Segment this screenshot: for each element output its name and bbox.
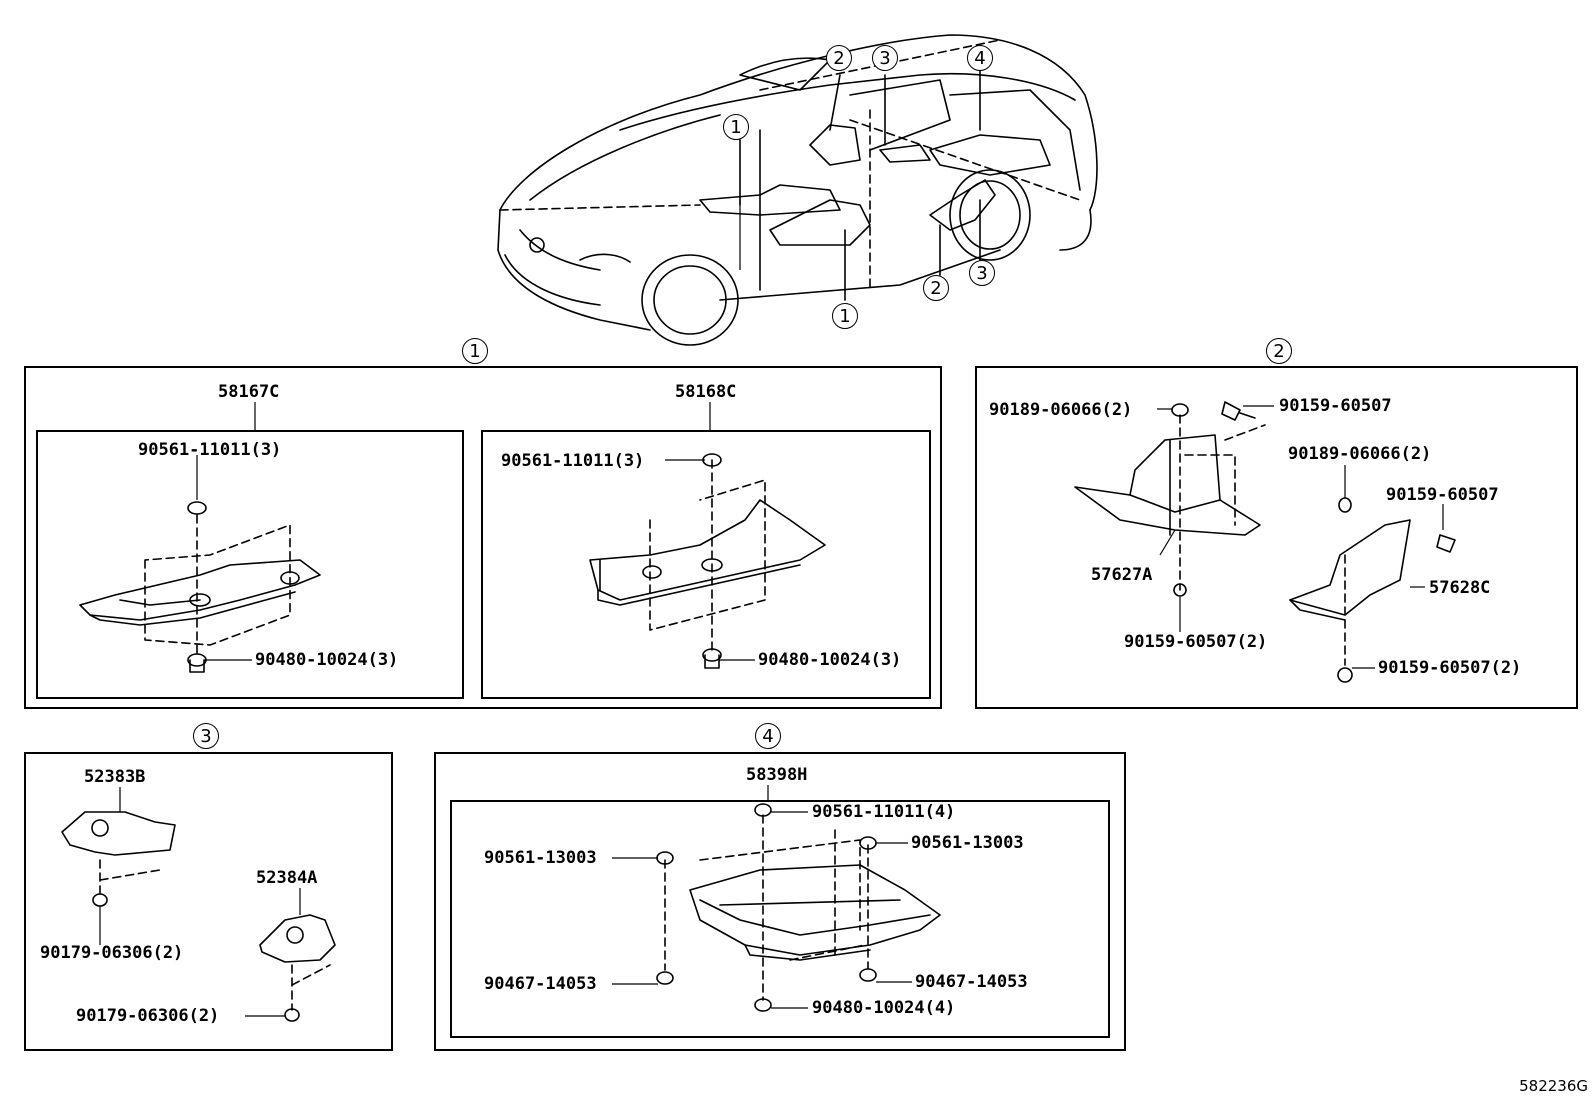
part-52384a-label: 52384A xyxy=(256,868,318,888)
group3-drawing xyxy=(61,811,336,1022)
nut-90561-11011-right: 90561-11011(3) xyxy=(501,451,645,471)
callout-4-top: 4 xyxy=(967,45,993,71)
nut-90561-13003-right: 90561-13003 xyxy=(911,833,1024,853)
callout-2-bottom: 2 xyxy=(923,275,949,301)
group1-left-inner xyxy=(36,430,464,699)
group4-drawing xyxy=(656,803,941,1012)
group1-box xyxy=(24,366,942,709)
part-58398h-label: 58398H xyxy=(746,765,808,785)
group2-drawing xyxy=(1074,401,1456,683)
part-58168c-label: 58168C xyxy=(675,382,737,402)
fastener-90179-06306-a: 90179-06306(2) xyxy=(40,943,184,963)
callout-3-bottom: 3 xyxy=(969,260,995,286)
group3-box xyxy=(24,752,393,1051)
group2-callout: 2 xyxy=(1266,338,1292,364)
panel-58167c-drawing xyxy=(79,501,321,673)
callout-2-top: 2 xyxy=(826,45,852,71)
clip-90480-10024-g4: 90480-10024(4) xyxy=(812,998,956,1018)
clip-90467-14053-left: 90467-14053 xyxy=(484,974,597,994)
part-57628c-label: 57628C xyxy=(1429,578,1491,598)
car-illustration xyxy=(497,34,1098,346)
part-57627a-label: 57627A xyxy=(1091,565,1153,585)
bolt-90189-06066-right: 90189-06066(2) xyxy=(1288,444,1432,464)
group1-right-inner xyxy=(481,430,931,699)
part-58167c-label: 58167C xyxy=(218,382,280,402)
callout-1-bottom: 1 xyxy=(832,303,858,329)
screw-90159-60507-top: 90159-60507 xyxy=(1279,396,1392,416)
bolt-90189-06066-left: 90189-06066(2) xyxy=(989,400,1133,420)
screw-90159-60507-lower-left: 90159-60507(2) xyxy=(1124,632,1268,652)
fastener-90179-06306-b: 90179-06306(2) xyxy=(76,1006,220,1026)
group4-callout: 4 xyxy=(755,723,781,749)
nut-90561-13003-left: 90561-13003 xyxy=(484,848,597,868)
clip-90467-14053-right: 90467-14053 xyxy=(915,972,1028,992)
clip-90480-10024-left: 90480-10024(3) xyxy=(255,650,399,670)
screw-90159-60507-lower-right: 90159-60507(2) xyxy=(1378,658,1522,678)
group4-box xyxy=(434,752,1126,1051)
part-52383b-label: 52383B xyxy=(84,767,146,787)
panel-58168c-drawing xyxy=(589,453,826,669)
group4-inner xyxy=(450,800,1110,1038)
group1-callout: 1 xyxy=(462,338,488,364)
nut-90561-11011-g4: 90561-11011(4) xyxy=(812,802,956,822)
callout-1-top: 1 xyxy=(723,114,749,140)
leader-lines xyxy=(99,200,1444,1017)
figure-code: 582236G xyxy=(1519,1077,1588,1095)
nut-90561-11011-left: 90561-11011(3) xyxy=(138,440,282,460)
screw-90159-60507-right: 90159-60507 xyxy=(1386,485,1499,505)
group3-callout: 3 xyxy=(193,723,219,749)
clip-90480-10024-right: 90480-10024(3) xyxy=(758,650,902,670)
group2-box xyxy=(975,366,1578,709)
callout-3-top: 3 xyxy=(872,45,898,71)
